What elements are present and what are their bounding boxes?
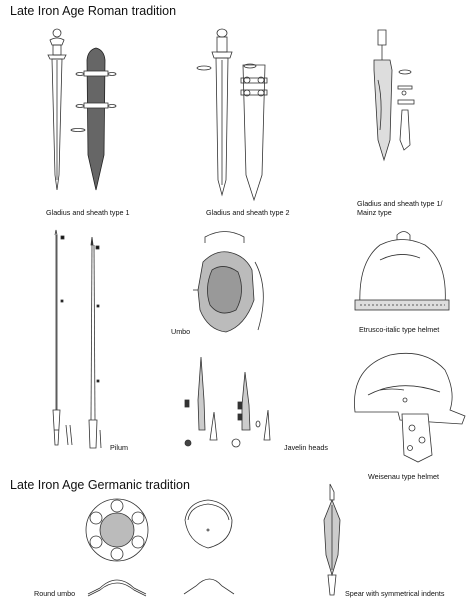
- etrusco-italic-helmet: [354, 231, 450, 311]
- label-gladius-type1: Gladius and sheath type 1: [46, 208, 130, 217]
- gladius-type1-sword: [47, 28, 86, 191]
- label-round-umbo: Round umbo: [34, 589, 76, 598]
- round-umbo-profile: [87, 579, 147, 597]
- spear-drawing: [323, 483, 341, 596]
- umbo-outline-drawing: [183, 499, 235, 595]
- round-umbo-front: [85, 498, 149, 562]
- germanic-section-title: Late Iron Age Germanic tradition: [10, 478, 190, 492]
- label-gladius-type2: Gladius and sheath type 2: [206, 208, 290, 217]
- label-gladius-mainz-line1: Gladius and sheath type 1/: [357, 199, 443, 208]
- label-javelin-heads: Javelin heads: [284, 443, 328, 452]
- label-pilum: Pilum: [110, 443, 128, 452]
- gladius-mainz-fragments: [373, 29, 415, 162]
- label-etrusco-italic-helmet: Etrusco-italic type helmet: [359, 325, 440, 334]
- gladius-type2-sword: [196, 28, 233, 197]
- roman-section-title: Late Iron Age Roman tradition: [10, 4, 177, 18]
- pilum-1: [52, 229, 73, 446]
- gladius-type2-sheath: [240, 63, 268, 202]
- umbo-drawing: [193, 231, 264, 333]
- gladius-type1-sheath: [75, 47, 117, 191]
- label-spear: Spear with symmetrical indents: [345, 589, 445, 598]
- label-gladius-mainz-line2: Mainz type: [357, 208, 392, 217]
- pilum-2: [88, 236, 102, 449]
- javelin-heads: [184, 356, 271, 448]
- label-umbo: Umbo: [171, 327, 191, 336]
- label-weisenau-helmet: Weisenau type helmet: [368, 472, 439, 481]
- weisenau-helmet: [354, 352, 466, 463]
